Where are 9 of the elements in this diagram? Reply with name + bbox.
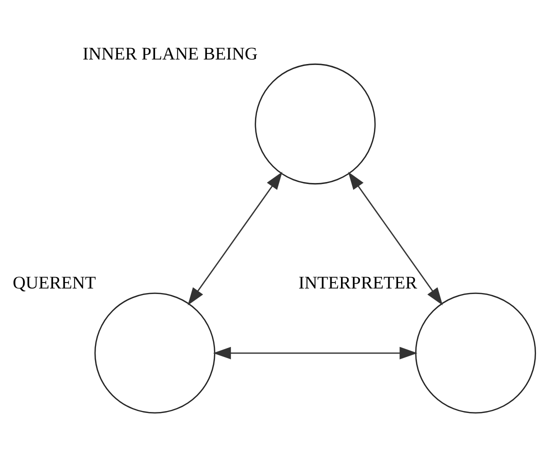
arrow — [213, 346, 418, 359]
node-circle — [254, 63, 376, 184]
node-circle — [94, 292, 216, 414]
arrow — [188, 171, 282, 305]
node-label: INNER PLANE BEING — [82, 42, 258, 63]
arrow — [348, 171, 443, 305]
node-label: INTERPRETER — [298, 272, 418, 292]
node-circle — [415, 292, 536, 414]
node-label: QUERENT — [12, 272, 96, 292]
